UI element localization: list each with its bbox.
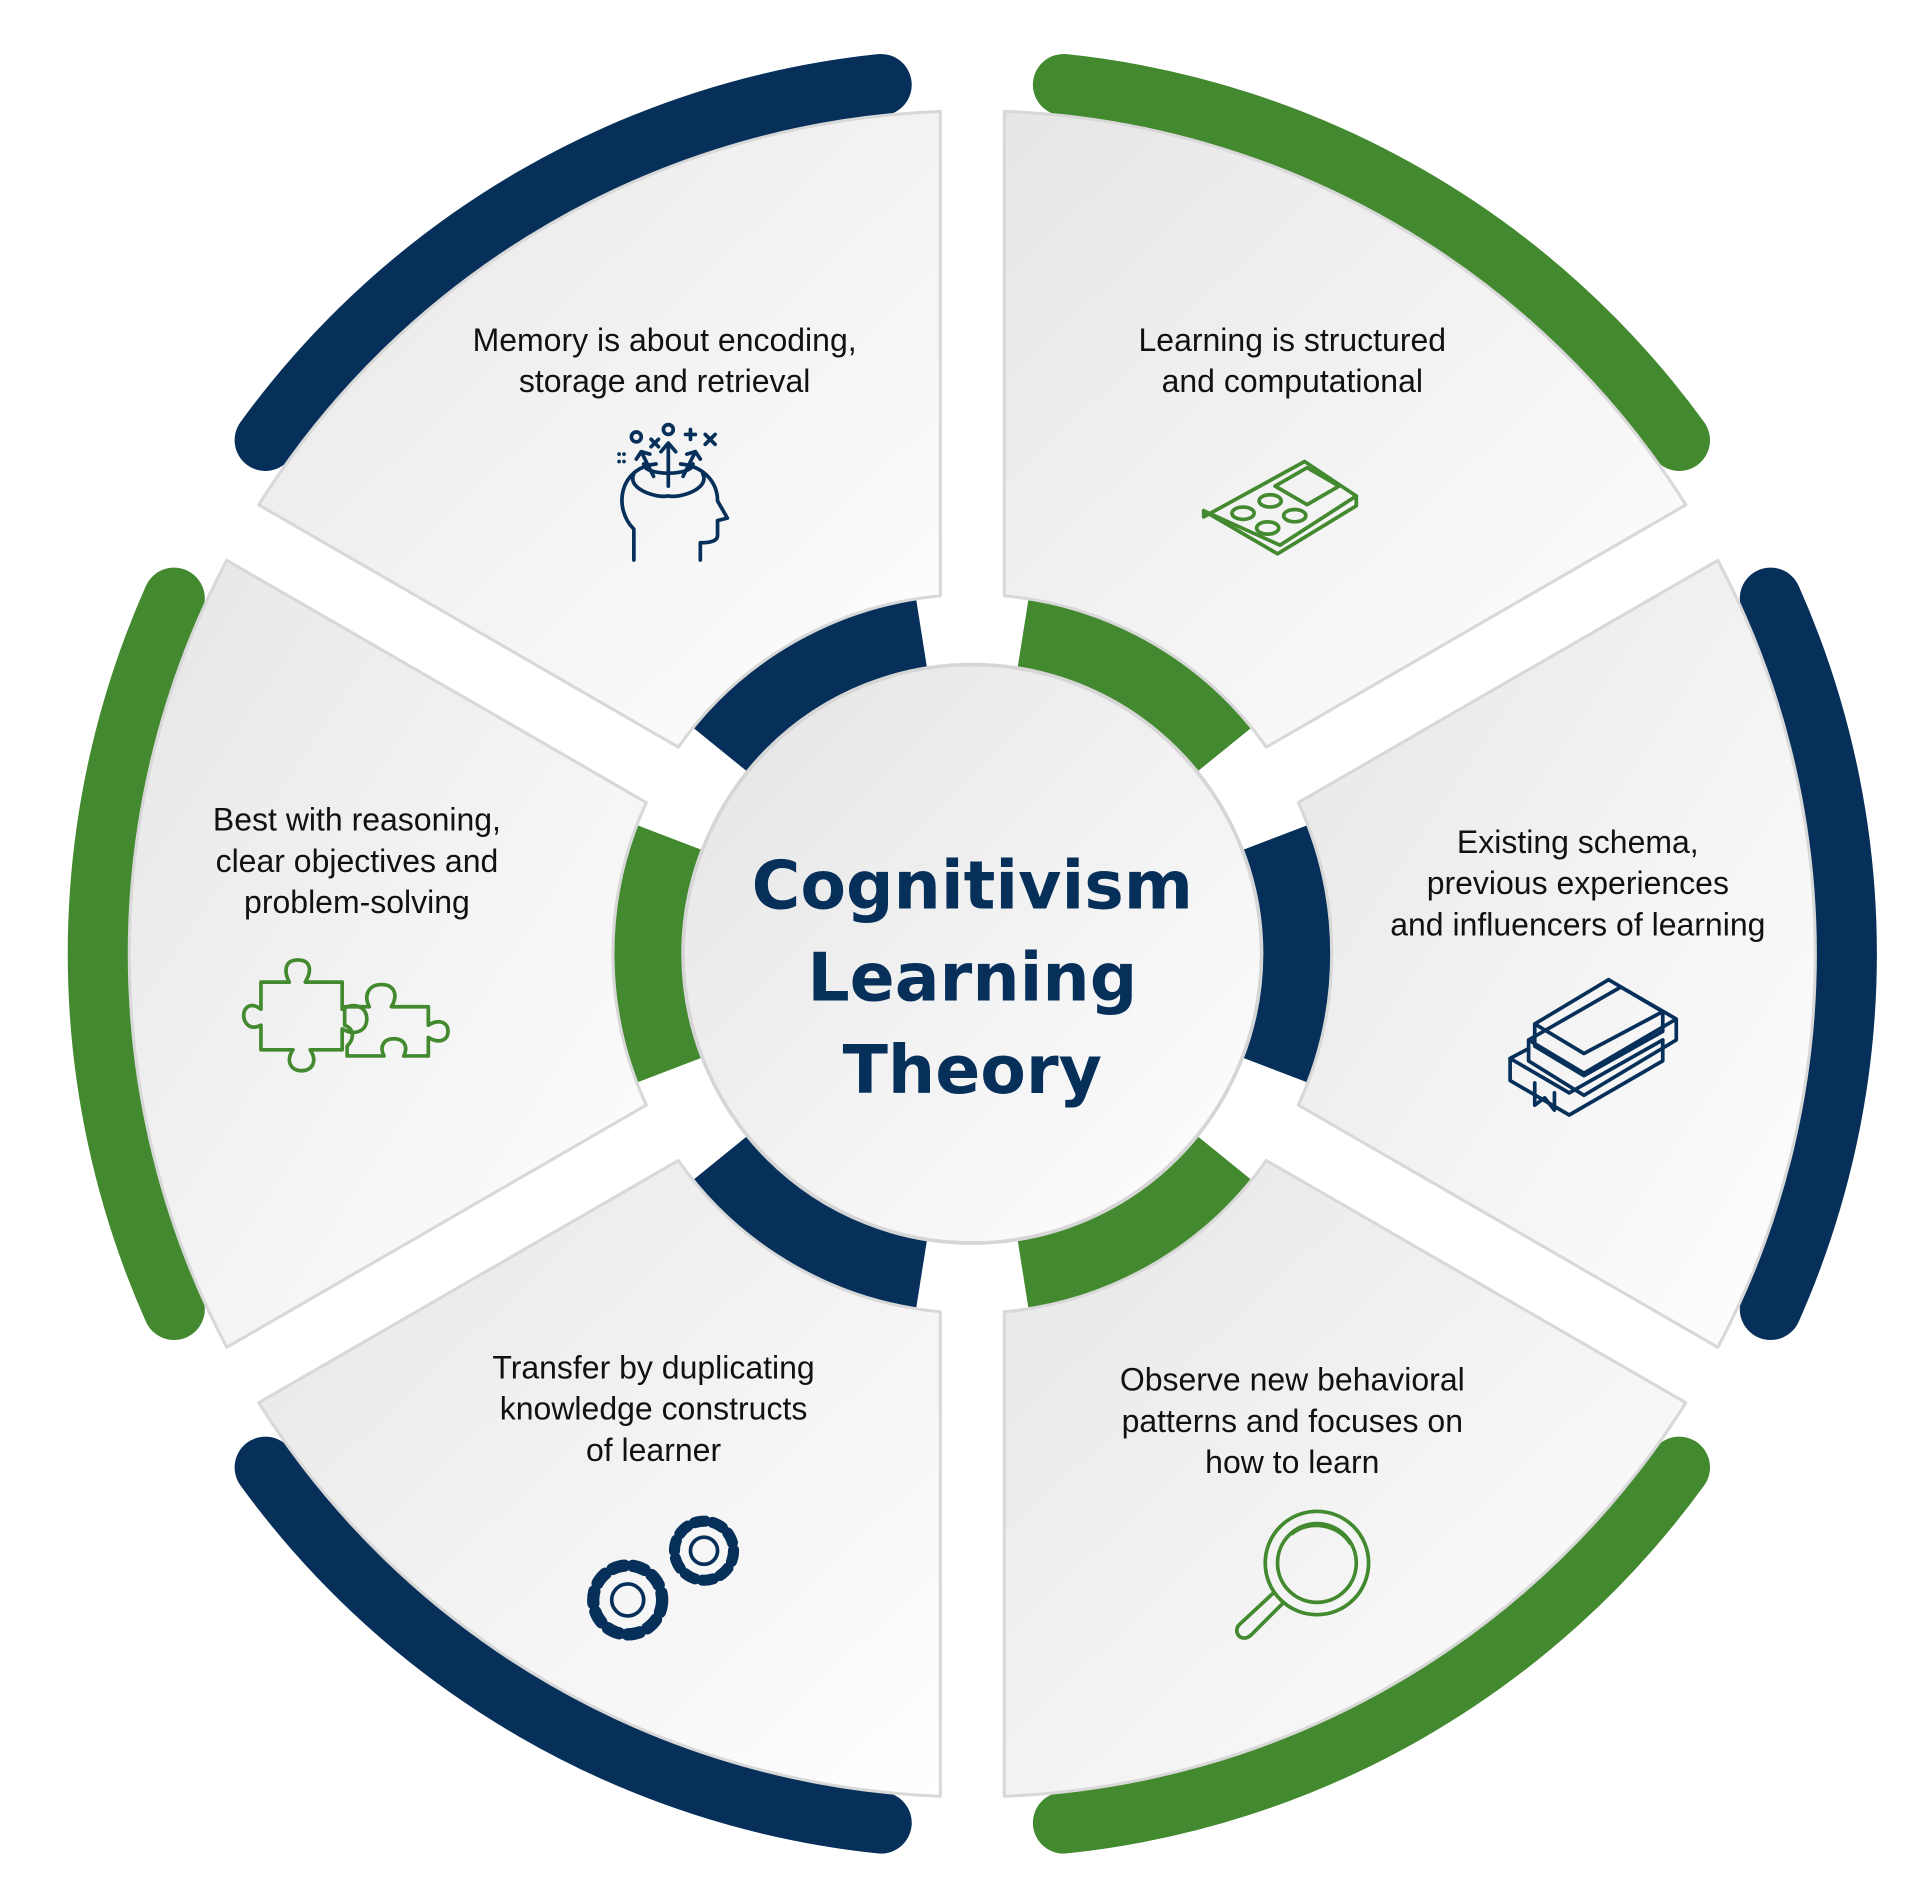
outer-band-bottom-left [234, 1436, 912, 1854]
card-bottom-right [1002, 1158, 1688, 1798]
segment-labels: Memory is about encoding, storage and ret… [213, 322, 1765, 1480]
outer-band-left [67, 567, 205, 1340]
head-brain-icon [617, 422, 730, 562]
inner-band-top-right [1016, 600, 1251, 774]
card-text-line: previous experiences [1427, 865, 1729, 901]
card-top-right [1002, 109, 1688, 749]
outer-band-top-left [234, 54, 912, 471]
inner-band-bottom-left [693, 1133, 929, 1308]
card-text-line: Learning is structured [1139, 322, 1447, 358]
inner-band-bottom-right [1016, 1133, 1251, 1308]
card-top-left [257, 109, 942, 749]
books-icon [1508, 977, 1679, 1117]
card-text-line: problem-solving [244, 884, 470, 920]
inner-band-left [614, 825, 705, 1083]
outer-band-bottom-right [1032, 1436, 1711, 1854]
card-text-line: storage and retrieval [519, 363, 811, 399]
card-text-line: how to learn [1205, 1444, 1379, 1480]
card-text-line: clear objectives and [216, 843, 499, 879]
outer-band-top-right [1032, 54, 1711, 471]
card-text-line: Transfer by duplicating [492, 1349, 814, 1385]
card-text-line: Observe new behavioral [1120, 1362, 1465, 1398]
card-text-line: and computational [1162, 363, 1423, 399]
segment-icons [241, 422, 1679, 1641]
puzzle-icon [241, 958, 450, 1073]
outer-band-right [1739, 567, 1877, 1340]
segment-cards [127, 109, 1817, 1798]
inner-band-top-left [693, 600, 929, 774]
calculator-icon [1201, 459, 1359, 556]
magnifier-icon [1234, 1509, 1371, 1640]
center-title: Cognitivism Learning Theory [752, 846, 1193, 1109]
card-text-line: of learner [586, 1432, 721, 1468]
card-text-line: patterns and focuses on [1122, 1403, 1463, 1439]
inner-band-right [1239, 825, 1331, 1083]
title-line: Learning [807, 939, 1137, 1017]
center-circle [681, 662, 1264, 1245]
card-right [1296, 558, 1817, 1349]
title-line: Cognitivism [752, 846, 1193, 924]
card-text-line: Best with reasoning, [213, 802, 501, 838]
card-text-line: and influencers of learning [1390, 906, 1765, 942]
card-text-line: knowledge constructs [500, 1391, 808, 1427]
segment-bands [67, 54, 1877, 1854]
card-text-line: Existing schema, [1457, 824, 1699, 860]
title-line: Theory [843, 1031, 1102, 1109]
card-text-line: Memory is about encoding, [473, 322, 857, 358]
card-bottom-left [257, 1158, 942, 1798]
card-left [127, 558, 648, 1349]
gears-icon [587, 1515, 740, 1641]
